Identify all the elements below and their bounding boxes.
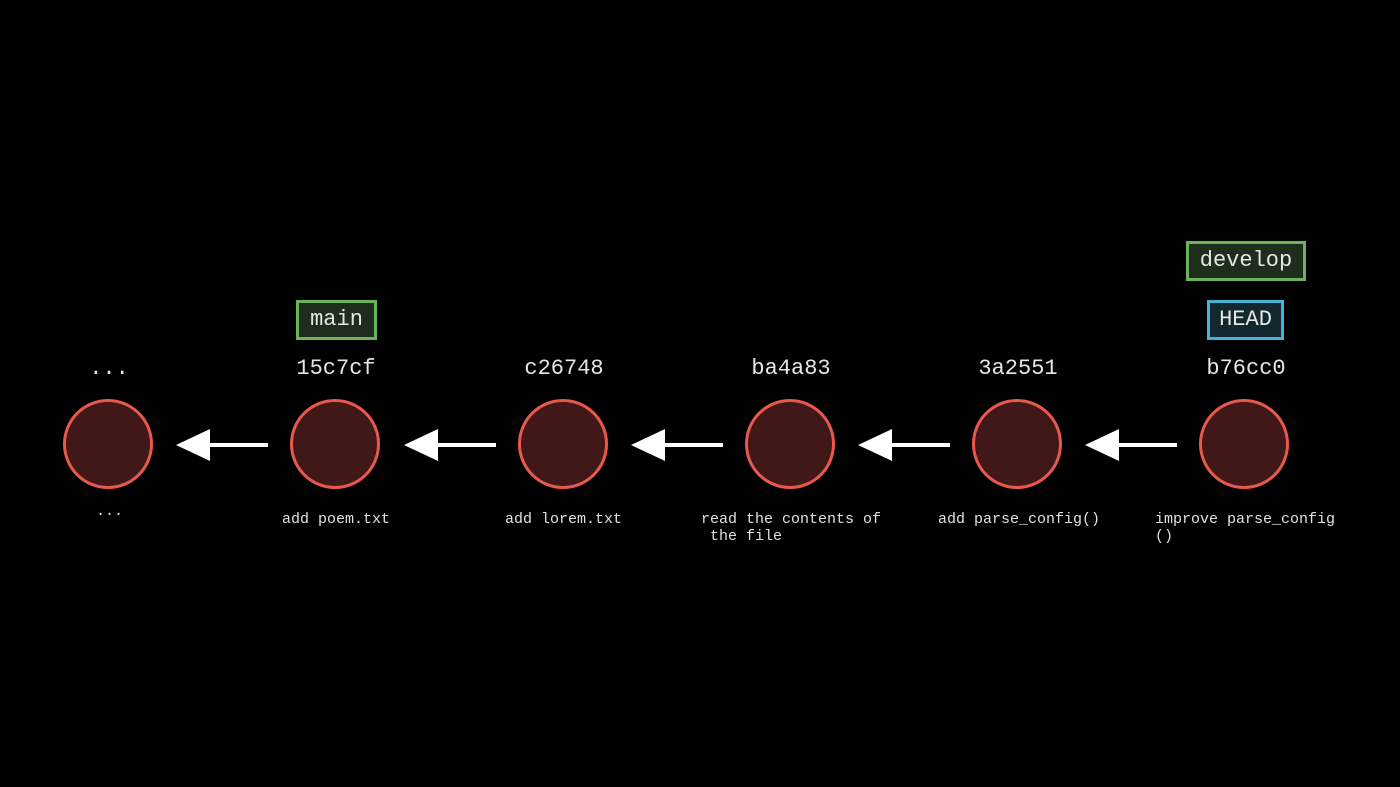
commit-message-4: add parse_config() [938, 511, 1101, 528]
commit-node-1[interactable] [290, 399, 380, 489]
parent-arrow-icon [404, 429, 496, 461]
commit-message-0: ... [96, 503, 124, 520]
commit-node-3[interactable] [745, 399, 835, 489]
parent-arrow-icon [1085, 429, 1177, 461]
commit-node-2[interactable] [518, 399, 608, 489]
head-label[interactable]: HEAD [1207, 300, 1284, 340]
branch-label-develop[interactable]: develop [1186, 241, 1306, 281]
parent-arrow-icon [176, 429, 268, 461]
parent-arrow-icon [858, 429, 950, 461]
commit-hash-3: ba4a83 [751, 356, 831, 381]
commit-node-5[interactable] [1199, 399, 1289, 489]
commit-message-1: add poem.txt [282, 511, 391, 528]
branch-label-main[interactable]: main [296, 300, 377, 340]
commit-message-3: read the contents of the file [701, 511, 882, 545]
commit-hash-1: 15c7cf [296, 356, 376, 381]
commit-hash-0: ... [89, 356, 129, 381]
commit-message-2: add lorem.txt [505, 511, 623, 528]
commit-node-4[interactable] [972, 399, 1062, 489]
commit-hash-4: 3a2551 [978, 356, 1058, 381]
commit-hash-2: c26748 [524, 356, 604, 381]
commit-message-5: improve parse_config () [1155, 511, 1336, 545]
commit-node-0[interactable] [63, 399, 153, 489]
commit-hash-5: b76cc0 [1206, 356, 1286, 381]
parent-arrow-icon [631, 429, 723, 461]
